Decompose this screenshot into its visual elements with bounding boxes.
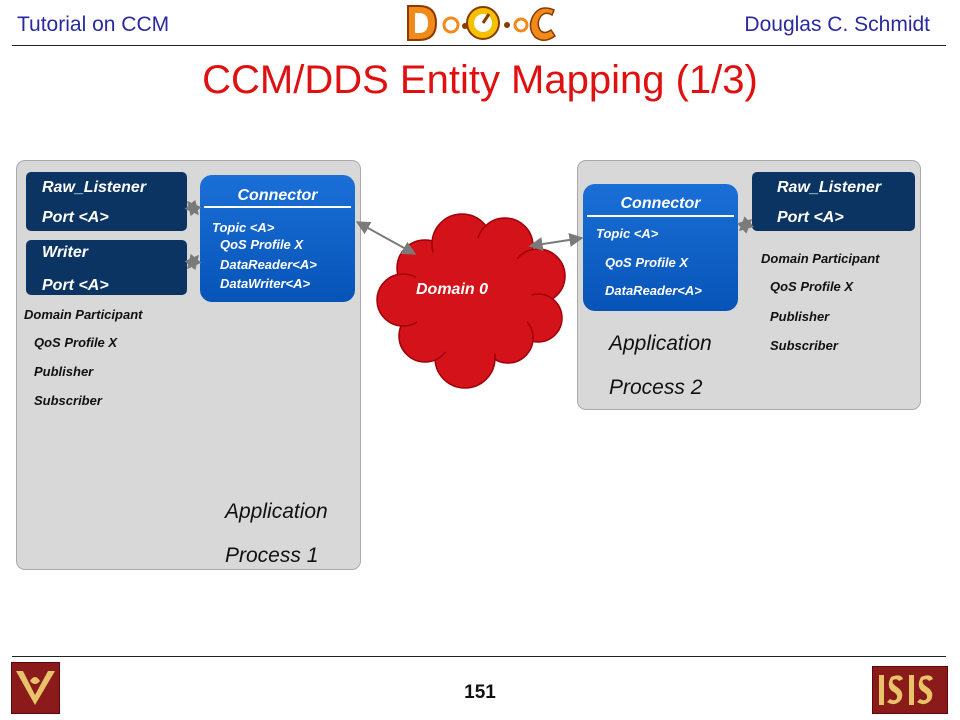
domain-cloud — [376, 213, 566, 389]
header-left-text: Tutorial on CCM — [17, 13, 170, 36]
participant-2-subscriber: Subscriber — [770, 338, 838, 353]
writer-label: Writer — [42, 244, 88, 261]
connector-qos: QoS Profile X — [220, 237, 304, 252]
arrow-raw-listener-1 — [184, 199, 202, 217]
connector-datareader: DataReader<A> — [605, 283, 702, 298]
arrow-connector-1-domain — [355, 221, 417, 255]
participant-2-qos: QoS Profile X — [770, 279, 854, 294]
connection-arrows — [184, 199, 755, 271]
participant-1-subscriber: Subscriber — [34, 393, 102, 408]
writer-port-1: Writer Port <A> — [26, 240, 187, 295]
connector-topic: Topic <A> — [212, 220, 275, 235]
footer-divider — [12, 656, 946, 657]
header-divider — [12, 45, 946, 46]
domain-label: Domain 0 — [416, 281, 489, 298]
participant-1-qos: QoS Profile X — [34, 335, 118, 350]
connector-datawriter: DataWriter<A> — [220, 276, 311, 291]
app-label-1-line1: Application — [225, 500, 328, 523]
header-right-text: Douglas C. Schmidt — [744, 13, 930, 36]
slide-title: CCM/DDS Entity Mapping (1/3) — [202, 58, 758, 102]
port-label: Port <A> — [777, 209, 844, 226]
connector-divider — [204, 206, 351, 208]
vanderbilt-logo — [11, 662, 60, 714]
participant-1-publisher: Publisher — [34, 364, 94, 379]
port-label: Port <A> — [42, 277, 109, 294]
raw-listener-port-1: Raw_Listener Port <A> — [26, 172, 187, 231]
app-label-2-line2: Process 2 — [609, 376, 703, 399]
arrow-writer-1 — [184, 253, 202, 271]
participant-1-title: Domain Participant — [24, 307, 143, 322]
connector-heading: Connector — [620, 195, 701, 212]
doc-group-logo — [403, 2, 558, 44]
page-number: 151 — [464, 682, 496, 703]
app-label-1-line2: Process 1 — [225, 544, 319, 567]
connector-qos: QoS Profile X — [605, 255, 689, 270]
arrow-raw-listener-2 — [736, 216, 755, 234]
connector-2: Connector Topic <A> QoS Profile X DataRe… — [583, 184, 738, 311]
port-label: Port <A> — [42, 209, 109, 226]
arrow-domain-connector-2 — [528, 232, 584, 252]
connector-datareader: DataReader<A> — [220, 257, 317, 272]
isis-logo — [872, 666, 948, 714]
connector-divider — [587, 215, 734, 217]
participant-2-title: Domain Participant — [761, 251, 880, 266]
connector-1: Connector Topic <A> QoS Profile X DataRe… — [200, 175, 355, 302]
connector-topic: Topic <A> — [596, 226, 659, 241]
participant-2-publisher: Publisher — [770, 309, 830, 324]
raw-listener-port-2: Raw_Listener Port <A> — [752, 172, 915, 231]
raw-listener-label: Raw_Listener — [42, 179, 147, 196]
connector-heading: Connector — [237, 187, 318, 204]
raw-listener-label: Raw_Listener — [777, 179, 882, 196]
app-label-2-line1: Application — [609, 332, 712, 355]
